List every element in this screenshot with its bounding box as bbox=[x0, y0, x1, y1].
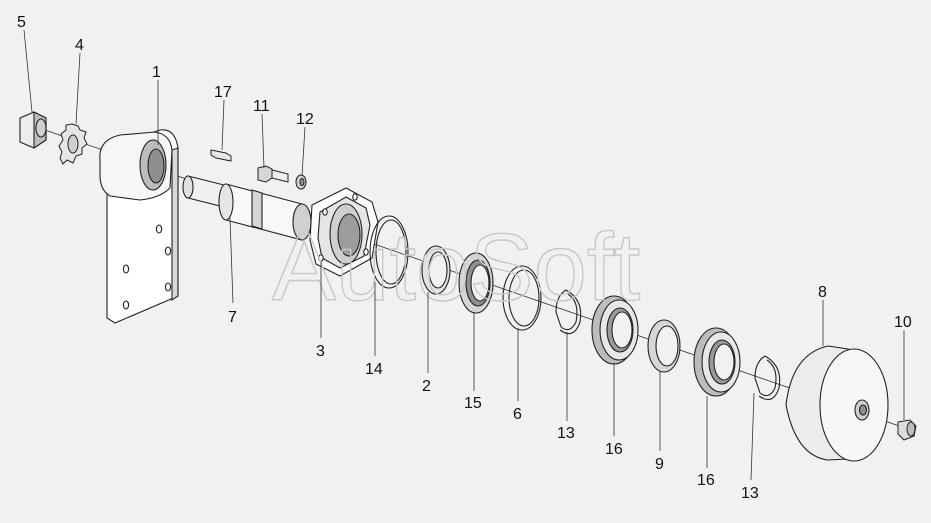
callout-16: 16 bbox=[697, 472, 715, 489]
callout-7: 7 bbox=[228, 309, 237, 326]
part-8-drum bbox=[785, 345, 889, 462]
callout-14: 14 bbox=[365, 361, 383, 378]
part-14-o-ring bbox=[369, 215, 409, 289]
part-10-plug bbox=[897, 419, 917, 441]
callout-12: 12 bbox=[296, 111, 314, 128]
part-17-key bbox=[210, 149, 232, 162]
part-6-o-ring bbox=[502, 265, 542, 331]
part-2-ring bbox=[421, 245, 451, 295]
callout-15: 15 bbox=[464, 395, 482, 412]
callout-labels: 5 4 1 17 11 12 7 3 14 2 15 6 13 16 9 16 … bbox=[17, 14, 912, 502]
part-4-lock-washer bbox=[58, 123, 88, 165]
callout-10: 10 bbox=[894, 314, 912, 331]
callout-2: 2 bbox=[422, 378, 431, 395]
part-3-flange-housing bbox=[309, 187, 379, 277]
callout-11: 11 bbox=[253, 98, 270, 115]
callout-8: 8 bbox=[818, 284, 827, 301]
callout-6: 6 bbox=[513, 406, 522, 423]
part-13-retaining-ring bbox=[555, 289, 582, 335]
part-13-retaining-ring bbox=[754, 355, 781, 401]
callout-4: 4 bbox=[75, 37, 84, 54]
part-11-bolt bbox=[257, 165, 289, 183]
callout-9: 9 bbox=[655, 456, 664, 473]
callout-17: 17 bbox=[214, 84, 232, 101]
part-1-bracket bbox=[99, 129, 179, 324]
callout-3: 3 bbox=[316, 343, 325, 360]
part-7-shaft bbox=[182, 175, 312, 241]
watermark: AutoSoft bbox=[272, 214, 640, 321]
part-15-seal bbox=[458, 252, 494, 314]
callout-13: 13 bbox=[557, 425, 575, 442]
callout-1: 1 bbox=[152, 64, 161, 81]
part-16-bearing bbox=[591, 295, 639, 365]
part-9-spacer-ring bbox=[647, 319, 681, 373]
part-5-hex-nut bbox=[19, 111, 47, 150]
callout-13: 13 bbox=[741, 485, 759, 502]
callout-16: 16 bbox=[605, 441, 623, 458]
leader-lines bbox=[23, 29, 905, 481]
part-12-washer bbox=[295, 174, 307, 190]
part-16-bearing bbox=[693, 327, 741, 397]
callout-5: 5 bbox=[17, 14, 26, 31]
